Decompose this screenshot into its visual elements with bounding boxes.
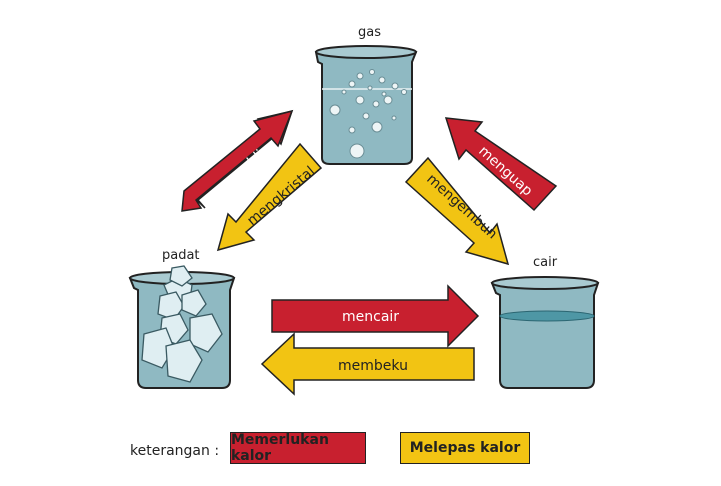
arrow-mencair: [271, 284, 480, 348]
label-gas: gas: [358, 25, 381, 40]
arrow-menyublim: [181, 109, 294, 212]
legend-releases-heat: Melepas kalor: [400, 432, 530, 464]
arrow-mengkristal: [216, 142, 323, 252]
label-padat: padat: [162, 248, 200, 263]
gas-beaker: gas: [314, 25, 418, 165]
arrow-mengembun: [404, 156, 510, 266]
solid-beaker: padat: [128, 248, 236, 389]
arrow-menguap: [444, 117, 558, 212]
label-mencair: mencair: [342, 309, 399, 325]
label-membeku: membeku: [338, 358, 408, 374]
label-cair: cair: [533, 255, 558, 270]
liquid-beaker: cair: [490, 255, 600, 389]
arrow-membeku: [260, 332, 475, 396]
legend-needs-heat: Memerlukan kalor: [230, 432, 366, 464]
legend-title: keterangan :: [130, 443, 220, 459]
